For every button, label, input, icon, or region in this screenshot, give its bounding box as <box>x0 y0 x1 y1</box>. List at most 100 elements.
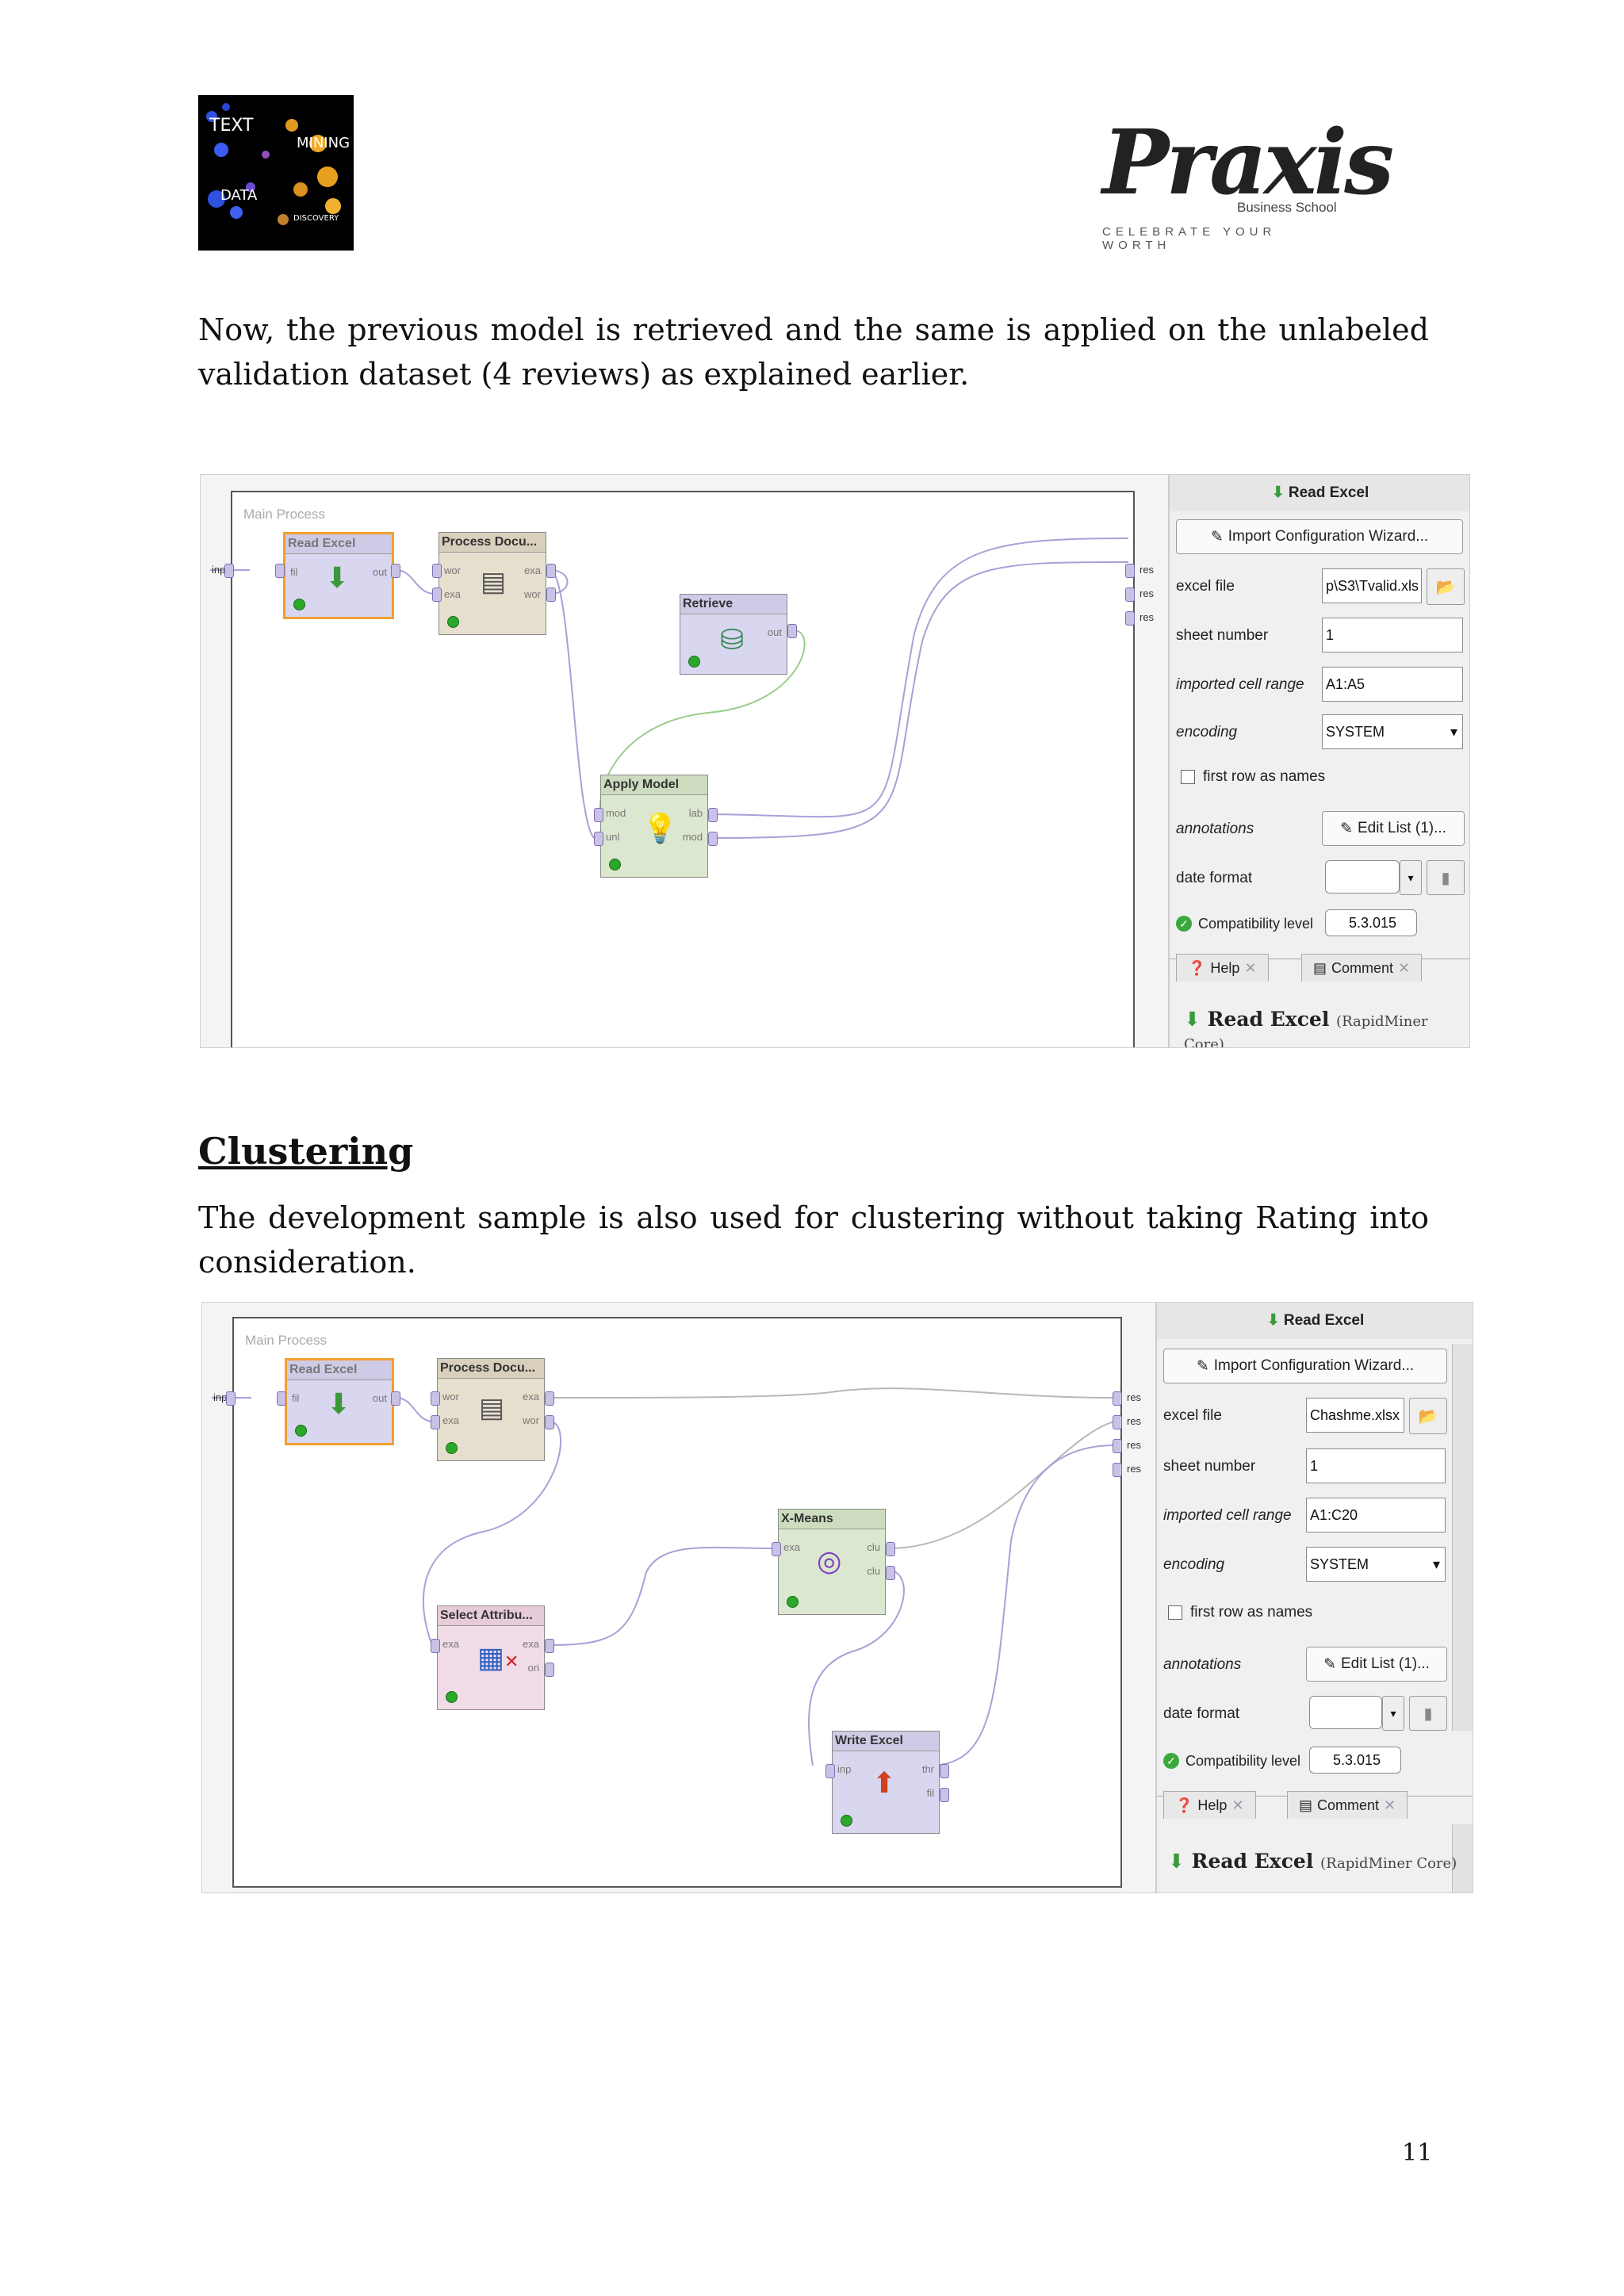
chevron-down-icon: ▾ <box>1432 1556 1440 1572</box>
operator-x-means[interactable]: X-Means exa clu clu ◎ <box>778 1509 886 1615</box>
annotations-label: annotations <box>1176 821 1254 837</box>
result-port-1[interactable] <box>1113 1391 1122 1406</box>
port-label: thr <box>921 1763 934 1775</box>
close-icon[interactable]: ✕ <box>1231 1797 1244 1813</box>
help-icon: ❓ <box>1175 1797 1193 1813</box>
encoding-select[interactable]: SYSTEM ▾ <box>1306 1547 1446 1582</box>
logo-word-text: TEXT <box>209 116 254 136</box>
result-port-3[interactable] <box>1125 611 1135 626</box>
tab-help[interactable]: ❓ Help ✕ <box>1163 1791 1256 1819</box>
port[interactable] <box>886 1566 895 1580</box>
process-screenshot-2: Main Process inp res res res res Read Ex… <box>201 1302 1473 1893</box>
compatibility-spinner[interactable]: 5.3.015 <box>1325 909 1417 936</box>
first-row-checkbox[interactable] <box>1168 1605 1182 1620</box>
process-input-port[interactable] <box>224 564 234 578</box>
date-format-field[interactable] <box>1309 1696 1382 1729</box>
port[interactable] <box>391 1391 400 1406</box>
operator-select-attributes[interactable]: Select Attribu... exa exa ori ▦✕ <box>437 1605 545 1710</box>
port[interactable] <box>545 1639 554 1653</box>
port[interactable] <box>431 1391 440 1406</box>
port[interactable] <box>787 624 797 638</box>
folder-open-button[interactable]: 📂 <box>1427 568 1465 605</box>
status-led <box>293 599 305 610</box>
port[interactable] <box>940 1764 949 1778</box>
port[interactable] <box>940 1788 949 1802</box>
download-icon: ⬇ <box>327 1387 351 1420</box>
port[interactable] <box>431 1415 440 1429</box>
cell-range-field[interactable]: A1:C20 <box>1306 1498 1446 1533</box>
operator-retrieve[interactable]: Retrieve out ⛁ <box>680 594 787 675</box>
result-label-2: res <box>1139 587 1155 599</box>
close-icon[interactable]: ✕ <box>1384 1797 1396 1813</box>
operator-process-documents[interactable]: Process Docu... wor exa exa wor ▤ <box>439 532 546 635</box>
import-configuration-wizard-button[interactable]: ✎ Import Configuration Wizard... <box>1163 1349 1447 1383</box>
date-format-dropdown[interactable]: ▾ <box>1382 1696 1404 1731</box>
close-icon[interactable]: ✕ <box>1398 959 1411 976</box>
process-input-label: inp <box>212 564 226 576</box>
cell-range-field[interactable]: A1:A5 <box>1322 667 1463 702</box>
result-port-3[interactable] <box>1113 1439 1122 1453</box>
port[interactable] <box>772 1542 781 1556</box>
result-port-2[interactable] <box>1125 587 1135 602</box>
cell-range-label: imported cell range <box>1176 676 1304 693</box>
import-configuration-wizard-button[interactable]: ✎ Import Configuration Wizard... <box>1176 519 1463 554</box>
first-row-checkbox[interactable] <box>1181 770 1195 784</box>
port[interactable] <box>432 564 442 578</box>
result-label-2: res <box>1127 1415 1142 1427</box>
port[interactable] <box>432 587 442 602</box>
port[interactable] <box>825 1764 835 1778</box>
port[interactable] <box>545 1415 554 1429</box>
help-scrollbar[interactable] <box>1452 1824 1473 1892</box>
sheet-number-field[interactable]: 1 <box>1306 1448 1446 1483</box>
port[interactable] <box>708 832 718 846</box>
operator-write-excel[interactable]: Write Excel inp thr fil ⬆ <box>832 1731 940 1834</box>
operator-process-documents[interactable]: Process Docu... wor exa exa wor ▤ <box>437 1358 545 1461</box>
result-port-2[interactable] <box>1113 1415 1122 1429</box>
tab-comment[interactable]: ▤ Comment ✕ <box>1287 1791 1408 1819</box>
tab-comment[interactable]: ▤ Comment ✕ <box>1301 954 1423 982</box>
operator-read-excel[interactable]: Read Excel fil out ⬇ <box>285 1358 394 1445</box>
date-format-dropdown[interactable]: ▾ <box>1400 860 1422 895</box>
sheet-number-field[interactable]: 1 <box>1322 618 1463 652</box>
folder-open-button[interactable]: 📂 <box>1409 1398 1447 1434</box>
port[interactable] <box>886 1542 895 1556</box>
button-label: Edit List (1)... <box>1358 820 1446 836</box>
date-format-field[interactable] <box>1325 860 1400 894</box>
port-label: exa <box>523 1391 539 1402</box>
date-format-button[interactable]: ▮ <box>1427 860 1465 895</box>
process-input-port[interactable] <box>226 1391 236 1406</box>
edit-list-button[interactable]: ✎ Edit List (1)... <box>1322 811 1465 846</box>
port[interactable] <box>546 587 556 602</box>
close-icon[interactable]: ✕ <box>1244 959 1257 976</box>
port[interactable] <box>545 1391 554 1406</box>
encoding-select[interactable]: SYSTEM ▾ <box>1322 714 1463 749</box>
tab-help[interactable]: ❓ Help ✕ <box>1176 954 1269 982</box>
port-label: fil <box>292 1392 300 1404</box>
operator-title: Write Excel <box>833 1732 939 1751</box>
excel-file-field[interactable]: Chashme.xlsx <box>1306 1398 1404 1433</box>
result-port-4[interactable] <box>1113 1463 1122 1477</box>
operator-title: X-Means <box>779 1510 885 1529</box>
result-port-1[interactable] <box>1125 564 1135 578</box>
edit-list-button[interactable]: ✎ Edit List (1)... <box>1306 1647 1447 1682</box>
port[interactable] <box>594 832 603 846</box>
operator-title: Select Attribu... <box>438 1606 544 1626</box>
excel-file-field[interactable]: p\S3\Tvalid.xls <box>1322 568 1422 603</box>
port[interactable] <box>545 1663 554 1677</box>
port[interactable] <box>594 808 603 822</box>
praxis-logo-name: Praxis <box>1102 111 1394 215</box>
panel-scrollbar[interactable] <box>1452 1344 1473 1731</box>
port[interactable] <box>277 1391 286 1406</box>
port[interactable] <box>431 1639 440 1653</box>
first-row-label: first row as names <box>1190 1604 1313 1621</box>
port[interactable] <box>546 564 556 578</box>
logo-word-mining: MINING <box>297 135 350 151</box>
port[interactable] <box>391 564 400 578</box>
operator-read-excel[interactable]: Read Excel fil out ⬇ <box>283 532 394 619</box>
parameters-panel: ⬇ Read Excel ✎ Import Configuration Wiza… <box>1155 1303 1473 1892</box>
port[interactable] <box>708 808 718 822</box>
operator-apply-model[interactable]: Apply Model mod unl lab mod 💡 <box>600 775 708 878</box>
date-format-button[interactable]: ▮ <box>1409 1696 1447 1731</box>
compatibility-spinner[interactable]: 5.3.015 <box>1309 1747 1401 1774</box>
port[interactable] <box>275 564 285 578</box>
